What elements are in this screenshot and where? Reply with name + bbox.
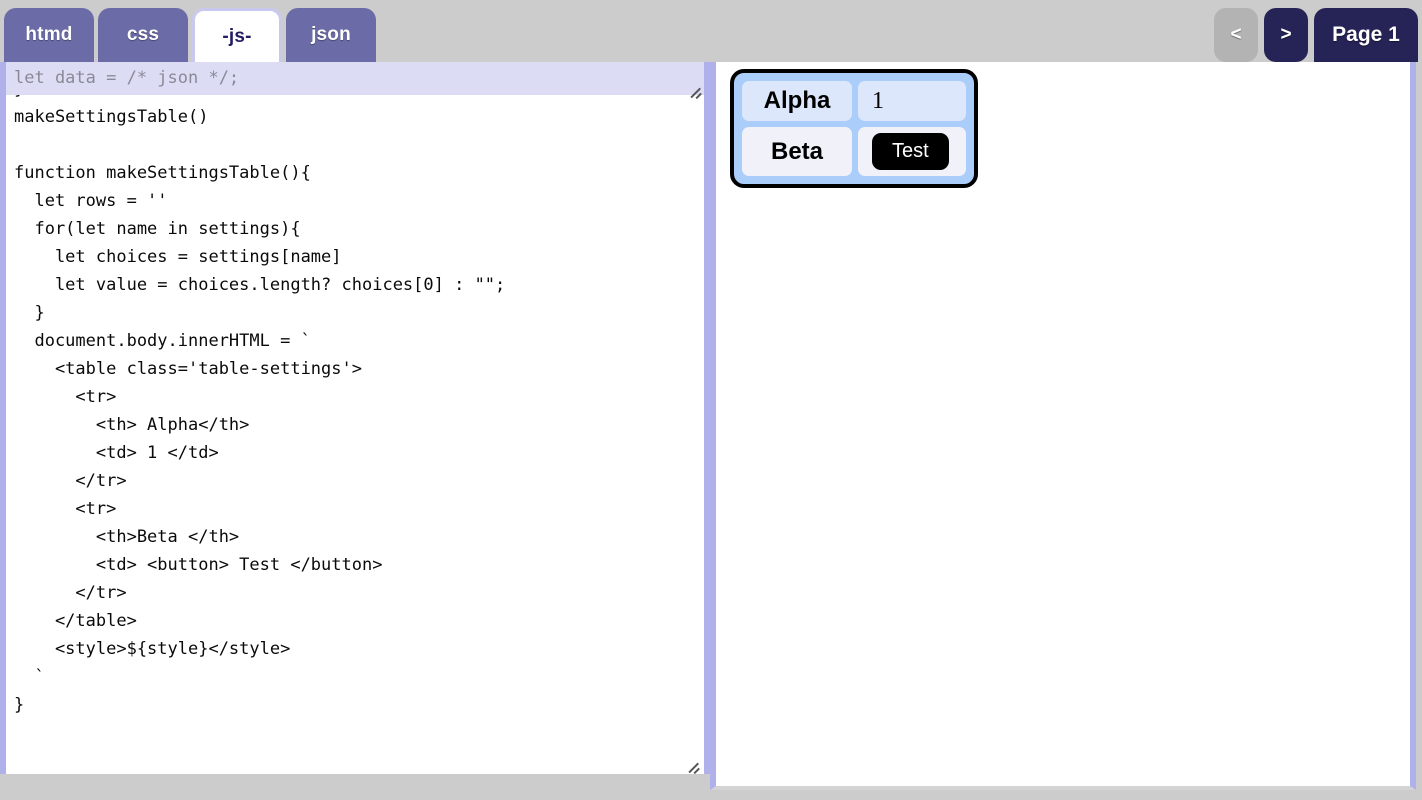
- tab-js[interactable]: -js-: [192, 8, 282, 62]
- next-page-button[interactable]: >: [1264, 8, 1308, 62]
- tab-json[interactable]: json: [286, 8, 376, 62]
- code-editor-pane[interactable]: 'beta' : words('a b c d e') } makeSettin…: [0, 62, 710, 774]
- top-toolbar: htmd css -js- json < > Page 1: [0, 0, 1422, 62]
- editor-resize-handle[interactable]: [686, 757, 700, 771]
- tab-css[interactable]: css: [98, 8, 188, 62]
- page-nav-strip: < > Page 1: [1214, 8, 1418, 62]
- tab-htmd[interactable]: htmd: [4, 8, 94, 62]
- js-code-text[interactable]: 'beta' : words('a b c d e') } makeSettin…: [14, 62, 506, 715]
- tab-strip: htmd css -js- json: [4, 8, 376, 62]
- table-row: Beta Test: [742, 127, 966, 176]
- settings-row-header: Beta: [742, 127, 852, 176]
- test-button[interactable]: Test: [872, 133, 949, 170]
- json-overlay-input[interactable]: let data = /* json */;: [6, 62, 704, 95]
- page-indicator-button[interactable]: Page 1: [1314, 8, 1418, 62]
- settings-row-value: Test: [858, 127, 966, 176]
- preview-pane: Alpha 1 Beta Test: [710, 62, 1416, 790]
- settings-row-header: Alpha: [742, 81, 852, 121]
- settings-row-value: 1: [858, 81, 966, 121]
- json-overlay-resize-handle[interactable]: [688, 82, 702, 96]
- table-row: Alpha 1: [742, 81, 966, 121]
- prev-page-button[interactable]: <: [1214, 8, 1258, 62]
- settings-table: Alpha 1 Beta Test: [730, 69, 978, 188]
